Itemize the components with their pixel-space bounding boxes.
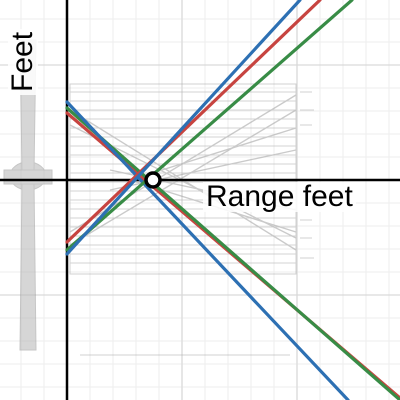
- green-line-descending: [65, 106, 400, 400]
- airplane-icon: [3, 39, 53, 351]
- blue-line-descending: [65, 100, 350, 400]
- x-axis-label: Range feet: [203, 182, 356, 212]
- graph-lines: [65, 0, 400, 400]
- y-axis-label: Feet: [6, 28, 39, 95]
- green-line-ascending: [65, 0, 354, 252]
- intersection-point[interactable]: [144, 171, 162, 189]
- blue-line-ascending: [65, 0, 302, 256]
- red-line-ascending: [65, 0, 322, 244]
